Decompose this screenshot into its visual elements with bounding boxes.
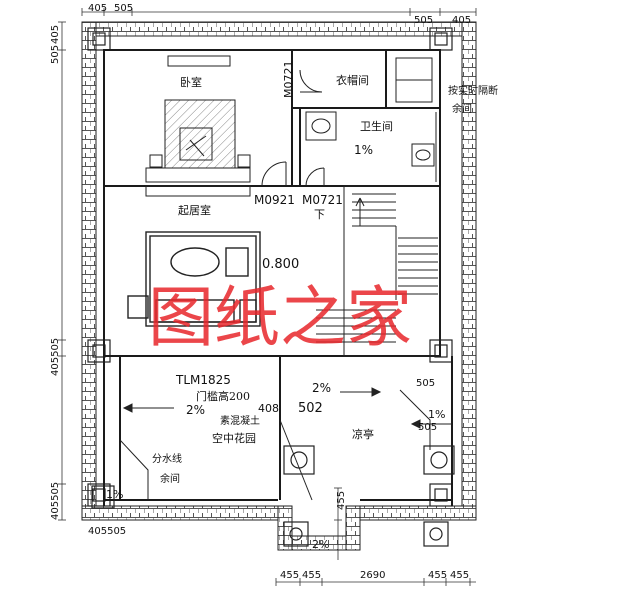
stair-arrow [355,197,365,226]
dim-bottom-455c: 455 [428,570,447,581]
label-water-line: 分水线 [152,452,182,465]
label-remainder-bottom: 余间 [160,472,180,485]
door-m0721: M0721 [302,193,343,207]
threshold-label: 门槛高200 [196,389,250,403]
dim-top-405-right: 405 [452,15,471,26]
slope-terrace-mid: 2% [312,381,331,395]
sofa-set [127,231,261,327]
pavilion-columns [91,445,455,547]
dim-505-right2: 505 [418,422,437,433]
door-m0921: M0921 [254,193,295,207]
dim-bottom-455a: 455 [280,570,299,581]
door-swings [261,69,325,187]
dim-505-right: 505 [416,378,435,389]
room-garden: 空中花园 [212,431,256,445]
room-living: 起居室 [178,203,211,217]
wardrobe [145,55,251,197]
dim-left-405: 405 [50,25,61,44]
bed [149,99,251,169]
dim-bottom-455d: 455 [450,570,469,581]
slope-arrows [122,387,452,429]
dim-top-505: 505 [114,3,133,14]
slope-terrace-left: 2% [186,403,205,417]
label-remainder-top: 余间 [452,102,472,115]
slope-right: 1% [428,408,445,421]
tlm-label: TLM1825 [175,373,231,387]
concrete-label: 素混凝土 [220,414,260,427]
dim-left-mid: 405505 [50,338,61,376]
dim-502: 502 [298,401,323,416]
room-bathroom: 卫生间 [360,119,393,133]
room-bedroom: 卧室 [180,75,202,89]
room-cloakroom: 衣帽间 [336,73,369,87]
level-mark: 0.800 [262,257,299,272]
dim-top-405: 405 [88,3,107,14]
room-pavilion: 凉亭 [352,427,374,441]
staircase [316,185,441,357]
slope-bath: 1% [354,143,373,157]
dim-vertical-455: 455 [336,491,347,510]
dim-bottom-455b: 455 [302,570,321,581]
roof-tile-band [81,21,477,551]
water-divide-lines [119,389,431,501]
closet-fixture [395,57,433,103]
dim-408: 408 [258,402,279,415]
dimension-lines [58,8,477,586]
dim-top-505-right: 505 [414,15,433,26]
dim-bottom-left-pair: 405505 [88,526,126,537]
stair-down: 下 [314,208,325,221]
slope-bottom-left: 1% [106,488,123,501]
bathroom-fixtures [305,111,437,182]
dim-left-bottom: 405505 [50,482,61,520]
door-m0721-top: M0721 [282,61,295,99]
slope-bottom-mid: 2% [312,538,329,551]
label-timed-gap: 按实时隔断 [448,84,498,97]
dim-left-505: 505 [50,45,61,64]
watermark: 图纸之家 [148,279,412,356]
dim-bottom-2690: 2690 [360,570,385,581]
